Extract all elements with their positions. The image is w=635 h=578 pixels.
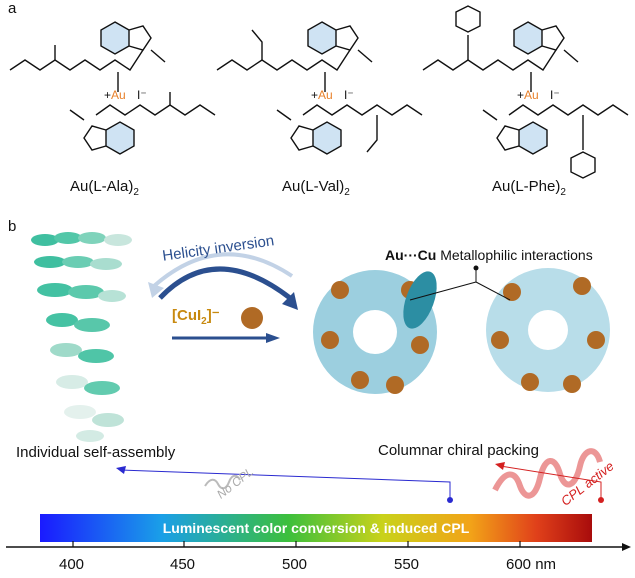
compound-name-phe: Au(L-Phe)2	[492, 178, 566, 198]
tick-450: 450	[170, 556, 196, 573]
individual-label: Individual self-assembly	[16, 444, 176, 461]
au-label-ala: +Au I⁻	[104, 88, 147, 102]
columnar-label: Columnar chiral packing	[378, 442, 539, 459]
tick-500: 500	[282, 556, 308, 573]
columnar-assembly-left	[313, 270, 437, 394]
tick-550: 550	[394, 556, 420, 573]
cuprate-sphere	[241, 307, 263, 329]
helicity-arrow-back	[152, 252, 294, 288]
no-cpl-wave	[204, 474, 241, 490]
structure-ala	[9, 21, 216, 155]
columnar-assembly-right	[486, 268, 610, 393]
cpl-wave	[492, 448, 603, 499]
metallophilic-label: Au···Cu Metallophilic interactions	[385, 247, 593, 263]
helix-left	[31, 232, 132, 442]
structure-val	[216, 21, 423, 155]
au-label-val: +Au I⁻	[311, 88, 354, 102]
compound-name-ala: Au(L-Ala)2	[70, 178, 139, 198]
tick-600: 600 nm	[506, 556, 557, 573]
spectrum-bar	[40, 514, 592, 542]
compound-name-val: Au(L-Val)2	[282, 178, 350, 198]
cuprate-label: [CuI2]⁻	[172, 307, 220, 327]
au-label-phe: +Au I⁻	[517, 88, 560, 102]
panel-label-a: a	[8, 0, 17, 17]
spectrum-bar-label: Luminescent color conversion & induced C…	[162, 520, 470, 536]
structure-phe	[422, 5, 629, 179]
tick-400: 400	[59, 556, 85, 573]
helicity-arrow-forward	[158, 266, 292, 300]
panel-label-b: b	[8, 218, 17, 235]
